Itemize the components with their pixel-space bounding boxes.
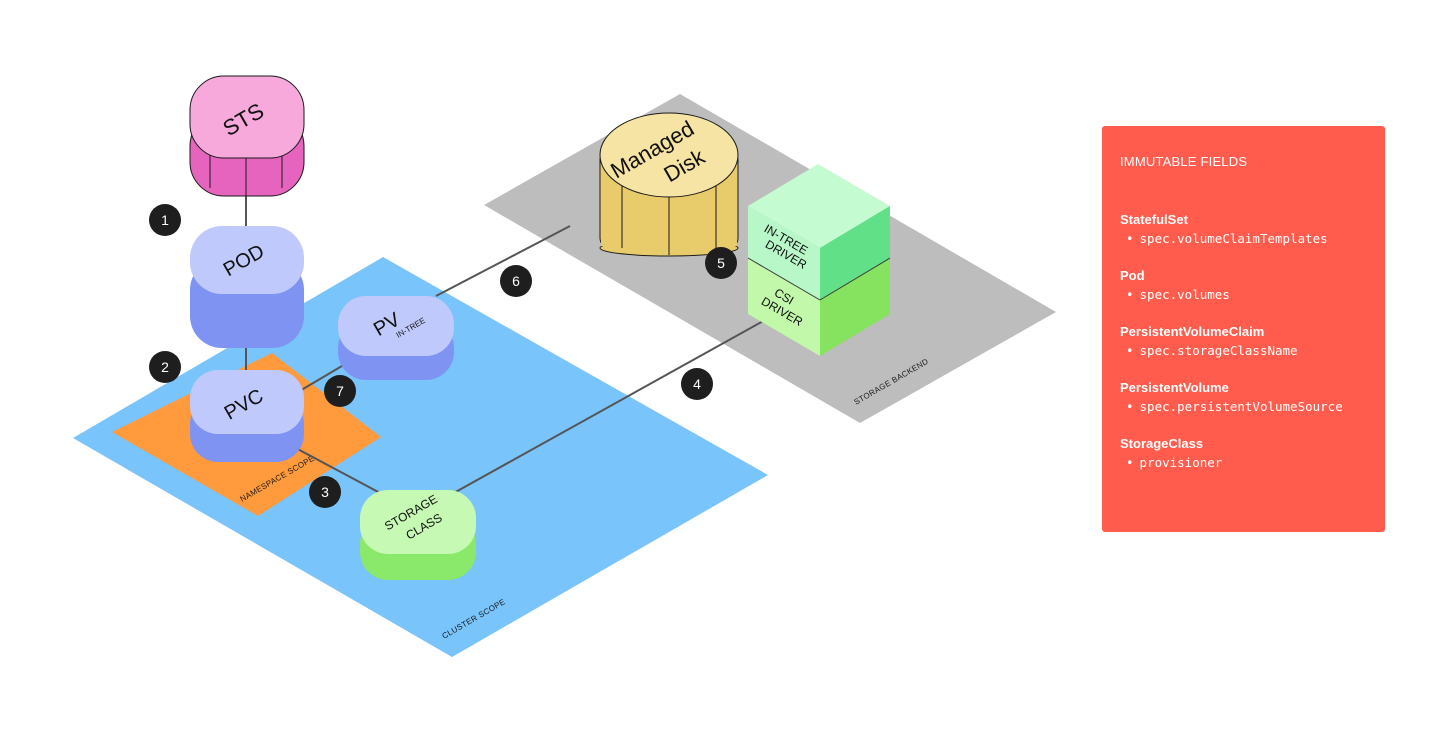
group-title: PersistentVolume (1120, 380, 1229, 395)
badge-3: 3 (309, 476, 341, 508)
badge-7-label: 7 (336, 383, 344, 399)
group-title: Pod (1120, 268, 1145, 283)
panel-group-pod: Pod • spec.volumes (1120, 268, 1367, 302)
field-name: spec.persistentVolumeSource (1139, 399, 1343, 414)
pv-node: PV IN-TREE (338, 296, 454, 380)
line-storageclass-csi (451, 319, 766, 495)
badge-7: 7 (324, 375, 356, 407)
csi-driver-node: CSI DRIVER (747, 257, 891, 356)
panel-group-statefulset: StatefulSet • spec.volumeClaimTemplates (1120, 212, 1367, 246)
sts-node: STS (189, 75, 305, 197)
field-name: provisioner (1139, 455, 1223, 470)
bullet-icon: • (1126, 455, 1134, 470)
badge-4: 4 (681, 368, 713, 400)
panel-group-pvc: PersistentVolumeClaim • spec.storageClass… (1120, 324, 1367, 358)
group-field: • spec.storageClassName (1120, 343, 1367, 358)
line-pvc-storageclass (291, 445, 383, 495)
badge-1-label: 1 (161, 212, 169, 228)
badge-3-label: 3 (321, 484, 329, 500)
group-field: • spec.persistentVolumeSource (1120, 399, 1367, 414)
badge-5: 5 (705, 247, 737, 279)
field-name: spec.volumes (1139, 287, 1230, 302)
bullet-icon: • (1126, 231, 1134, 246)
badge-2-label: 2 (161, 359, 169, 375)
pod-node: POD (190, 226, 304, 348)
immutable-fields-panel: IMMUTABLE FIELDS StatefulSet • spec.volum… (1102, 126, 1385, 532)
intree-driver-node: IN-TREE DRIVER (748, 164, 890, 300)
group-title: StorageClass (1120, 436, 1204, 451)
group-field: • spec.volumeClaimTemplates (1120, 231, 1367, 246)
line-pvc-pv (297, 362, 348, 393)
panel-title: IMMUTABLE FIELDS (1120, 154, 1248, 169)
badge-1: 1 (149, 204, 181, 236)
field-name: spec.volumeClaimTemplates (1139, 231, 1328, 246)
group-field: • provisioner (1120, 455, 1367, 470)
pvc-node: PVC (190, 370, 304, 462)
bullet-icon: • (1126, 287, 1134, 302)
group-title: PersistentVolumeClaim (1120, 324, 1265, 339)
badge-5-label: 5 (717, 255, 725, 271)
panel-group-storageclass: StorageClass • provisioner (1120, 436, 1367, 470)
badge-6-label: 6 (512, 273, 520, 289)
badge-6: 6 (500, 265, 532, 297)
bullet-icon: • (1126, 343, 1134, 358)
field-name: spec.storageClassName (1139, 343, 1298, 358)
managed-disk-node: Managed Disk (599, 112, 739, 257)
storage-class-node: STORAGE CLASS (360, 490, 476, 580)
panel-group-pv: PersistentVolume • spec.persistentVolumeS… (1120, 380, 1367, 414)
line-pv-manageddisk (435, 225, 571, 297)
group-field: • spec.volumes (1120, 287, 1367, 302)
group-title: StatefulSet (1120, 212, 1188, 227)
bullet-icon: • (1126, 399, 1134, 414)
badge-2: 2 (149, 351, 181, 383)
badge-4-label: 4 (693, 376, 701, 392)
